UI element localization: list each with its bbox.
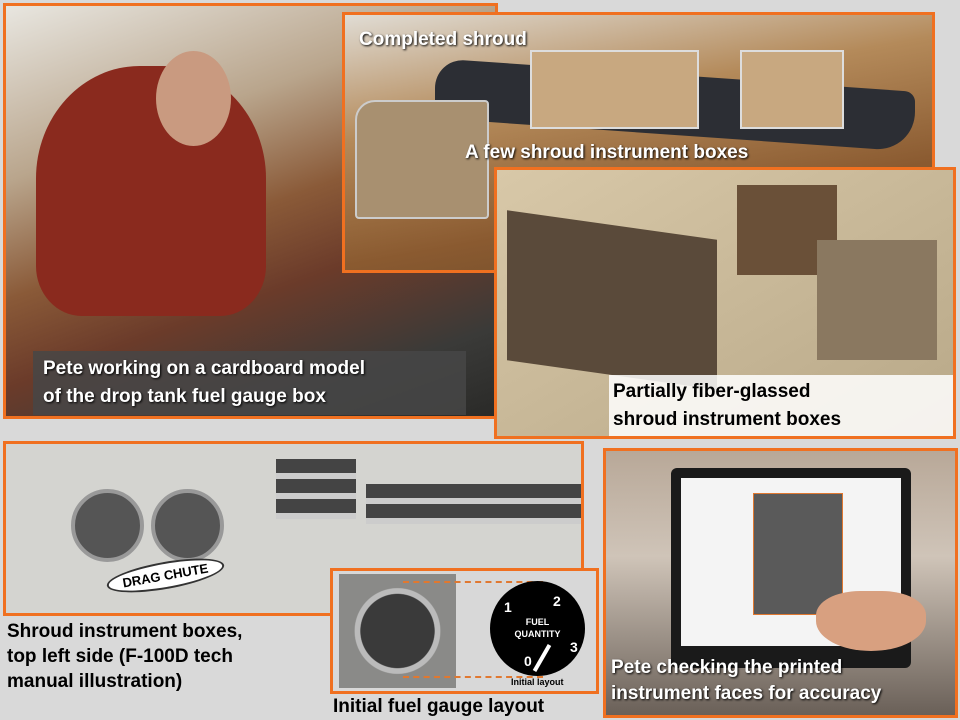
instrument-strip [366,484,581,524]
caption-fuel-gauge: Initial fuel gauge layout [333,696,545,717]
gauge-drawing [151,489,224,562]
hand [816,591,926,651]
caption-line: manual illustration) [7,671,183,692]
caption-line: Shroud instrument boxes, [7,621,243,642]
gauge-sublabel: Initial layout [511,677,564,687]
instrument-box [530,50,699,129]
person-figure [36,66,266,316]
gauge-tick-label: 3 [570,639,578,655]
gauge-tick-label: 2 [553,593,561,609]
gauge-needle [532,644,552,672]
caption: Pete checking the printed instrument fac… [611,657,881,705]
dashed-guide [403,581,543,583]
gauge-face-text: QUANTITY [514,629,561,639]
caption-line: Pete checking the printed [611,657,843,678]
caption-line: shroud instrument boxes [613,409,842,430]
instrument-box [355,100,489,219]
caption: Partially fiber-glassed shroud instrumen… [613,381,841,431]
fiberglass-box [507,210,717,390]
caption-line: of the drop tank fuel gauge box [43,386,326,407]
instrument-box [740,50,844,129]
caption-box [33,351,466,415]
caption-line: top left side (F-100D tech [7,646,233,667]
gauge-tick-label: 0 [524,653,532,669]
caption: Pete working on a cardboard model of the… [43,358,365,408]
fuel-gauge-face: 1 2 3 0 FUEL QUANTITY [490,581,585,676]
gauge-face-text: FUEL [525,617,550,627]
person-head [156,51,231,146]
photo-manual-illustration: DRAG CHUTE [3,441,584,616]
caption-manual: Shroud instrument boxes, top left side (… [7,621,242,693]
label-completed-shroud: Completed shroud [359,29,527,50]
caption-box [609,375,953,436]
caption-line: Pete working on a cardboard model [43,358,366,379]
photo-monitor-check: Pete checking the printed instrument fac… [603,448,958,718]
screen-illustration [753,493,843,615]
photo-fiberglass-boxes: Partially fiber-glassed shroud instrumen… [494,167,956,439]
label-instrument-boxes: A few shroud instrument boxes [465,142,749,163]
dashed-guide [403,676,543,678]
instrument-strip [276,459,356,519]
caption-line: instrument faces for accuracy [611,683,882,704]
drag-chute-label: DRAG CHUTE [104,551,227,600]
gauge-photo [339,574,456,688]
gauge-drawing [71,489,144,562]
caption-line: Partially fiber-glassed [613,381,811,402]
fiberglass-box [817,240,937,360]
photo-fuel-gauge: 1 2 3 0 FUEL QUANTITY Initial layout [330,568,599,694]
gauge-tick-label: 1 [504,599,512,615]
